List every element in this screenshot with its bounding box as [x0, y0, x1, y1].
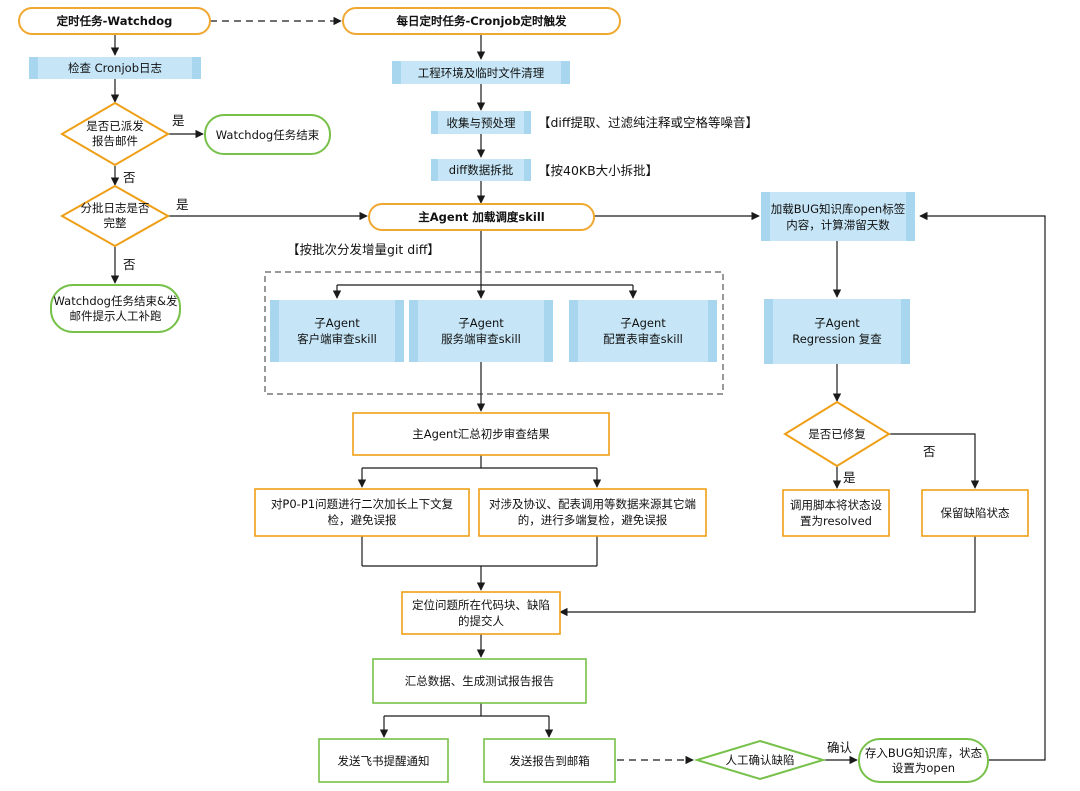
watchdog-notify-node[interactable]: Watchdog任务结束&发 邮件提示人工补跑 [50, 284, 181, 333]
no-label-sent: 否 [123, 170, 136, 185]
watchdog-start-label: 定时任务-Watchdog [57, 14, 173, 28]
load-bug-kb-label-2: 内容，计算滞留天数 [786, 218, 890, 232]
sub-agent-config-node[interactable]: 子Agent 配置表审查skill [569, 300, 717, 362]
main-agent-summary-node[interactable]: 主Agent汇总初步审查结果 [352, 412, 610, 456]
save-kb-node[interactable]: 存入BUG知识库，状态 设置为open [858, 738, 989, 783]
keep-defect-node[interactable]: 保留缺陷状态 [921, 489, 1029, 537]
yes-label-log: 是 [176, 197, 189, 212]
sub-agent-server-node[interactable]: 子Agent 服务端审查skill [409, 300, 553, 362]
p0p1-recheck-label-2: 检，避免误报 [328, 513, 397, 527]
orange-process-nodes: 主Agent汇总初步审查结果 对P0-P1问题进行二次加长上下文复 检，避免误报… [254, 412, 1029, 635]
dispatch-note: 【按批次分发增量git diff】 [287, 242, 440, 257]
collect-preprocess-label: 收集与预处理 [447, 116, 516, 130]
save-kb-label-1: 存入BUG知识库，状态 [865, 746, 983, 760]
sub-agent-config-label-1: 子Agent [620, 316, 666, 330]
green-end-nodes: Watchdog任务结束 Watchdog任务结束&发 邮件提示人工补跑 存入B… [50, 114, 989, 783]
manual-confirm-decision[interactable]: 人工确认缺陷 [693, 739, 827, 781]
save-kb-label-2: 设置为open [892, 761, 955, 775]
locate-issue-label-2: 的提交人 [458, 614, 504, 628]
summarize-report-node[interactable]: 汇总数据、生成测试报告报告 [372, 658, 587, 704]
watchdog-end-label: Watchdog任务结束 [216, 128, 320, 142]
collect-note: 【diff提取、过滤纯注释或空格等噪音】 [538, 115, 758, 130]
annotations: 【diff提取、过滤纯注释或空格等噪音】 【按40KB大小拆批】 【按批次分发增… [287, 115, 758, 257]
regression-label-1: 子Agent [814, 316, 860, 330]
fixed-label: 是否已修复 [808, 427, 866, 441]
set-resolved-label-2: 置为resolved [800, 514, 872, 528]
cron-start-label: 每日定时任务-Cronjob定时触发 [396, 14, 567, 28]
multi-recheck-node[interactable]: 对涉及协议、配表调用等数据来源其它端 的，进行多端复检，避免误报 [478, 488, 707, 537]
watchdog-notify-label-2: 邮件提示人工补跑 [70, 309, 162, 323]
main-agent-load-label: 主Agent 加载调度skill [418, 210, 544, 224]
edge-labels: 是 否 是 否 是 否 确认 [123, 113, 936, 755]
sub-agent-client-label-1: 子Agent [314, 316, 360, 330]
diff-split-node[interactable]: diff数据拆批 [431, 159, 531, 181]
multi-recheck-label-2: 的，进行多端复检，避免误报 [518, 513, 668, 527]
collect-preprocess-node[interactable]: 收集与预处理 [431, 111, 531, 134]
locate-issue-label-1: 定位问题所在代码块、缺陷 [412, 598, 550, 612]
edge-save-loop [919, 211, 1046, 761]
multi-recheck-label-1: 对涉及协议、配表调用等数据来源其它端 [489, 497, 696, 511]
set-resolved-label-1: 调用脚本将状态设 [790, 498, 882, 512]
check-log-label: 检查 Cronjob日志 [68, 61, 162, 75]
manual-confirm-label: 人工确认缺陷 [726, 753, 795, 767]
set-resolved-node[interactable]: 调用脚本将状态设 置为resolved [782, 489, 890, 537]
confirm-label: 确认 [827, 740, 853, 755]
terminal-nodes: 定时任务-Watchdog 每日定时任务-Cronjob定时触发 主Agent … [18, 7, 621, 231]
yes-label-sent: 是 [172, 113, 185, 128]
sub-agent-client-node[interactable]: 子Agent 客户端审查skill [270, 300, 404, 362]
load-bug-kb-label-1: 加载BUG知识库open标签 [771, 202, 906, 216]
send-feishu-node[interactable]: 发送飞书提醒通知 [318, 738, 449, 783]
no-label-fixed: 否 [923, 444, 936, 459]
regression-node[interactable]: 子Agent Regression 复查 [764, 299, 910, 364]
env-cleanup-label: 工程环境及临时文件清理 [418, 66, 545, 80]
p0p1-recheck-label-1: 对P0-P1问题进行二次加长上下文复 [271, 497, 454, 511]
diff-split-label: diff数据拆批 [449, 163, 514, 177]
log-complete-decision[interactable]: 分批日志是否 完整 [59, 184, 171, 248]
main-agent-load-node[interactable] [368, 203, 595, 231]
sent-report-label-1: 是否已派发 [86, 119, 144, 133]
split-note: 【按40KB大小拆批】 [538, 163, 658, 178]
p0p1-recheck-node[interactable]: 对P0-P1问题进行二次加长上下文复 检，避免误报 [254, 488, 470, 537]
blue-process-nodes: 检查 Cronjob日志 工程环境及临时文件清理 收集与预处理 diff数据拆批 [29, 57, 915, 364]
check-log-node[interactable]: 检查 Cronjob日志 [29, 57, 201, 79]
sub-agent-server-label-1: 子Agent [458, 316, 504, 330]
decision-nodes: 是否已派发 报告邮件 分批日志是否 完整 是否已修复 人工确认缺陷 [59, 101, 891, 781]
log-complete-label-2: 完整 [104, 216, 127, 230]
sub-agent-client-label-2: 客户端审查skill [297, 332, 377, 346]
log-complete-label-1: 分批日志是否 [81, 201, 150, 215]
send-email-label: 发送报告到邮箱 [509, 754, 590, 768]
keep-defect-label: 保留缺陷状态 [941, 506, 1010, 520]
send-feishu-label: 发送飞书提醒通知 [338, 754, 430, 768]
env-cleanup-node[interactable]: 工程环境及临时文件清理 [392, 61, 570, 84]
send-email-node[interactable]: 发送报告到邮箱 [483, 738, 616, 783]
cron-start-node[interactable] [342, 7, 621, 35]
sub-agent-server-label-2: 服务端审查skill [441, 332, 521, 346]
watchdog-start-node[interactable] [18, 7, 211, 35]
yes-label-fixed: 是 [843, 470, 856, 485]
main-agent-summary-label: 主Agent汇总初步审查结果 [412, 427, 550, 441]
locate-issue-node[interactable]: 定位问题所在代码块、缺陷 的提交人 [401, 591, 561, 635]
sent-report-decision[interactable]: 是否已派发 报告邮件 [60, 101, 170, 167]
watchdog-notify-label-1: Watchdog任务结束&发 [54, 294, 178, 308]
watchdog-end-node[interactable]: Watchdog任务结束 [204, 114, 331, 155]
sent-report-label-2: 报告邮件 [92, 134, 138, 148]
fixed-decision[interactable]: 是否已修复 [783, 400, 891, 468]
no-label-log: 否 [123, 257, 136, 272]
edge-keep-locate [559, 536, 976, 617]
regression-label-2: Regression 复查 [792, 332, 882, 346]
green-process-nodes: 汇总数据、生成测试报告报告 发送飞书提醒通知 发送报告到邮箱 [318, 658, 616, 783]
edge-fixedq-keep [889, 433, 980, 489]
sub-agent-config-label-2: 配置表审查skill [603, 332, 683, 346]
load-bug-kb-node[interactable]: 加载BUG知识库open标签 内容，计算滞留天数 [761, 192, 915, 241]
summarize-report-label: 汇总数据、生成测试报告报告 [405, 674, 555, 688]
edges [110, 16, 1046, 765]
